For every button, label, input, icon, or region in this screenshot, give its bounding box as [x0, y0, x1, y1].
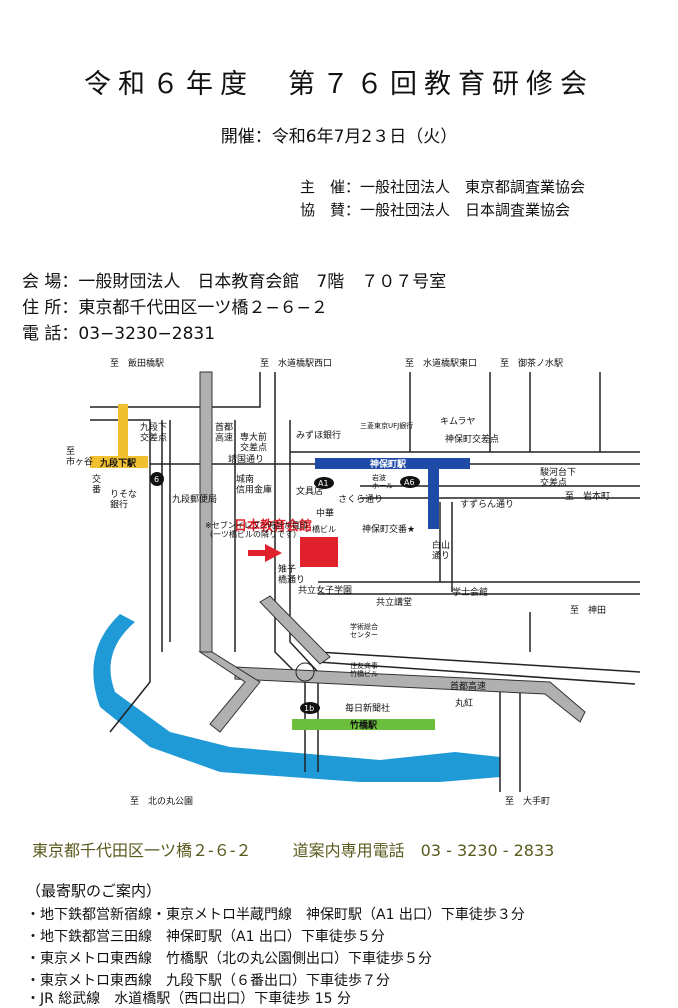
dir-ichigaya: 至市ヶ谷	[66, 446, 93, 467]
takebashi-station-label: 竹橋駅	[349, 719, 378, 731]
kyoritsu-kodo: 共立講堂	[376, 596, 412, 608]
senmae-crossing: 専大前交差点	[240, 431, 267, 453]
sakura-dori: さくら通り	[338, 494, 383, 505]
arrow-icon	[248, 544, 282, 562]
resona-bank: りそな銀行	[110, 489, 137, 510]
kudanshita-crossing: 九段下交差点	[140, 421, 167, 443]
exit-a6-label: A6	[404, 478, 415, 487]
kimuraya: キムラヤ	[440, 416, 476, 427]
yasukuni-dori: 靖国通り	[228, 453, 264, 465]
access-heading: （最寄駅のご案内）	[26, 882, 162, 900]
landmark-note: ※セブンイレブン時計が目印（一ツ橋ビルの隣りです）	[205, 520, 308, 539]
exit-1b-marker	[300, 702, 320, 714]
support-organizer: 協 賛：一般社団法人 日本調査業協会	[300, 201, 571, 219]
gakujutsu-center: 学術総合センター	[350, 622, 378, 639]
mufg-bank: 三菱東京UFJ銀行	[360, 421, 413, 430]
dir-ochanomizu: 至 御茶ノ水駅	[500, 357, 563, 369]
bunguten: 文具店	[296, 485, 323, 497]
access-line-5: ・JR 総武線 水道橋駅（西口出口）下車徒歩 15 分	[26, 991, 352, 1007]
suzuran-dori: すずらん通り	[460, 499, 514, 510]
hitotsubashi-bldg: 一ツ橋ビル	[296, 524, 336, 534]
sumitomo-circle	[295, 662, 315, 682]
access-line-1: ・地下鉄都営新宿線・東京メトロ半蔵門線 神保町駅（A1 出口）下車徒歩３分	[26, 907, 525, 923]
access-line-3: ・東京メトロ東西線 竹橋駅（北の丸公園側出口）下車徒歩５分	[26, 951, 432, 967]
venue-phone: 電 話：03−3230−2831	[22, 324, 216, 344]
jimbocho-station-bar	[315, 458, 470, 469]
event-date: 開催：令和6年7月2３日（火）	[220, 127, 458, 147]
yoshiko-bashi-dori: 雉子橋通り	[278, 563, 305, 585]
footer-info: 東京都千代田区一ツ橋２-６-２ 道案内専用電話 03 - 3230 - 2833	[32, 837, 590, 861]
footer-address: 東京都千代田区一ツ橋２-６-２	[32, 841, 252, 860]
takebashi-station-bar	[292, 719, 435, 730]
jimbocho-koban: 神保町交番★	[362, 523, 415, 535]
dir-kanda: 至 神田	[570, 604, 606, 616]
hakusan-dori: 白山通り	[432, 539, 450, 561]
marubeni: 丸紅	[455, 697, 473, 709]
exit-1b-label: 1b	[304, 704, 314, 713]
jimbocho-crossing: 神保町交差点	[445, 433, 499, 445]
target-label: 日本教育会館	[234, 518, 312, 534]
shuto-expressway	[198, 371, 586, 733]
dir-suidobashi-e: 至 水道橋駅東口	[405, 357, 477, 369]
exit-a1-label: A1	[318, 479, 329, 488]
exit-a1-marker	[314, 477, 334, 489]
koban-left: 交番	[92, 473, 101, 495]
dir-iwamotocho: 至 岩本町	[565, 490, 610, 502]
river	[93, 614, 501, 782]
dir-suidobashi-w: 至 水道橋駅西口	[260, 357, 332, 369]
kyoritsu-joshi: 共立女子学園	[298, 584, 352, 596]
gakushi-kaikan: 学士会館	[452, 586, 488, 598]
chuka: 中華	[316, 507, 334, 519]
page-title: 令和６年度 第７６回教育研修会	[84, 69, 594, 100]
shuto-horizontal-label: 首都高速	[450, 680, 486, 692]
target-building	[300, 537, 338, 567]
jimbocho-station-label: 神保町駅	[370, 458, 407, 470]
iwanami-hall: 岩波ホール	[372, 473, 393, 490]
access-map: 至 飯田橋駅 至 水道橋駅西口 至 水道橋駅東口 至 御茶ノ水駅 至 岩本町 至…	[66, 357, 641, 807]
venue-place: 会 場：一般財団法人 日本教育会館 7階 ７０７号室	[22, 272, 447, 292]
kudanshita-station-label: 九段下駅	[99, 457, 137, 469]
kudanshita-station-bar	[90, 456, 148, 468]
hanzomon-line-bar	[118, 404, 128, 456]
mizuho-bank: みずほ銀行	[296, 429, 341, 441]
guide-phone: 道案内専用電話 03 - 3230 - 2833	[292, 841, 555, 860]
dir-otemachi: 至 大手町	[505, 795, 550, 807]
mainichi: 毎日新聞社	[345, 702, 390, 714]
dir-kitanomaru: 至 北の丸公園	[130, 795, 193, 807]
dir-iidabashi: 至 飯田橋駅	[110, 357, 164, 369]
sumitomo-bldg: 住友商事竹橋ビル	[350, 661, 378, 678]
exit-a6-marker	[400, 476, 420, 488]
access-line-2: ・地下鉄都営三田線 神保町駅（A1 出口）下車徒歩５分	[26, 929, 385, 945]
jonan-shinkin: 城南信用金庫	[236, 473, 272, 495]
mita-line-bar	[428, 469, 439, 529]
kudan-post: 九段郵便局	[172, 493, 217, 505]
exit-6-marker	[150, 472, 164, 486]
host-organizer: 主 催：一般社団法人 東京都調査業協会	[300, 178, 586, 196]
surugadai-crossing: 駿河台下交差点	[540, 466, 576, 488]
shuto-vertical-label: 首都高速	[215, 421, 233, 443]
access-line-4: ・東京メトロ東西線 九段下駅（６番出口）下車徒歩７分	[26, 973, 390, 989]
exit-6-label: 6	[154, 475, 159, 484]
venue-address: 住 所：東京都千代田区一ツ橋２−６−２	[22, 298, 328, 318]
